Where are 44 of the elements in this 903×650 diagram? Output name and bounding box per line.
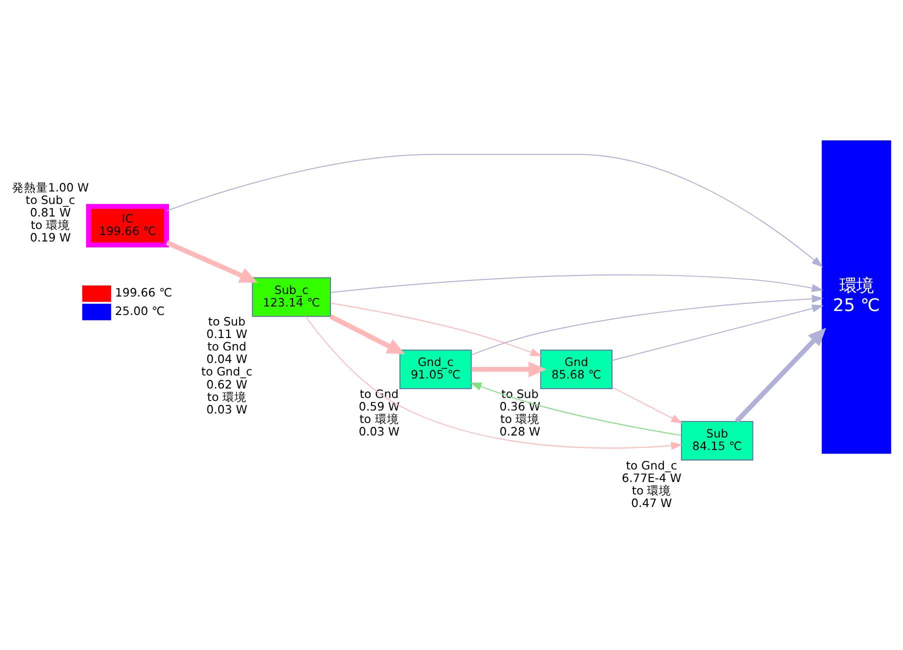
node-label: 0.59 W	[358, 398, 400, 413]
arrow	[329, 314, 406, 354]
node-label: to 環境	[30, 218, 70, 232]
node-label: to 環境	[632, 482, 672, 497]
arrow	[612, 386, 683, 424]
arrow	[470, 382, 682, 436]
arrow	[330, 274, 824, 292]
legend-label: 25.00 ℃	[114, 303, 165, 318]
node-label: to 環境	[360, 411, 399, 426]
node-label: 6.77E-4 W	[622, 470, 682, 484]
node-box: 環境 25 ℃	[822, 140, 892, 454]
node-label: 0.47 W	[631, 495, 672, 510]
arrow	[166, 240, 258, 282]
node-label: 0.11 W	[206, 326, 248, 341]
arrow	[330, 302, 542, 356]
node-label: 0.03 W	[206, 402, 248, 416]
node-label: 0.28 W	[500, 424, 540, 438]
node-label: 発熱量1.00 W	[12, 180, 89, 194]
node-label: 0.19 W	[30, 230, 71, 244]
node-label: to Sub_c	[26, 192, 76, 207]
node-label: to Gnd_c	[201, 364, 252, 378]
node-box: Gnd 85.68 ℃	[540, 349, 613, 389]
arrow	[305, 315, 683, 450]
node-label: to 環境	[207, 389, 246, 404]
node-box: Sub 84.15 ℃	[680, 420, 754, 460]
node-box: Sub_c 123.14 ℃	[252, 276, 331, 316]
node-label: 0.03 W	[358, 424, 400, 438]
arrow	[734, 327, 826, 423]
arrow	[612, 304, 824, 360]
node-label: 0.81 W	[30, 205, 71, 220]
node-box: Gnd_c 91.05 ℃	[399, 349, 472, 389]
node-box: IC 199.66 ℃	[86, 204, 169, 247]
node-label: to Sub	[501, 386, 539, 400]
arrow	[472, 360, 547, 377]
node-label: to Gnd	[360, 386, 399, 400]
node-label: 0.62 W	[206, 376, 248, 391]
node-label: to Gnd	[207, 339, 246, 354]
node-label: to Gnd_c	[626, 458, 678, 472]
node-label: to 環境	[500, 411, 540, 426]
node-label: 0.04 W	[206, 352, 248, 366]
arrow	[166, 153, 824, 267]
legend-label: 199.66 ℃	[114, 285, 172, 300]
node-label: to Sub	[208, 314, 246, 328]
arrow	[471, 294, 824, 355]
